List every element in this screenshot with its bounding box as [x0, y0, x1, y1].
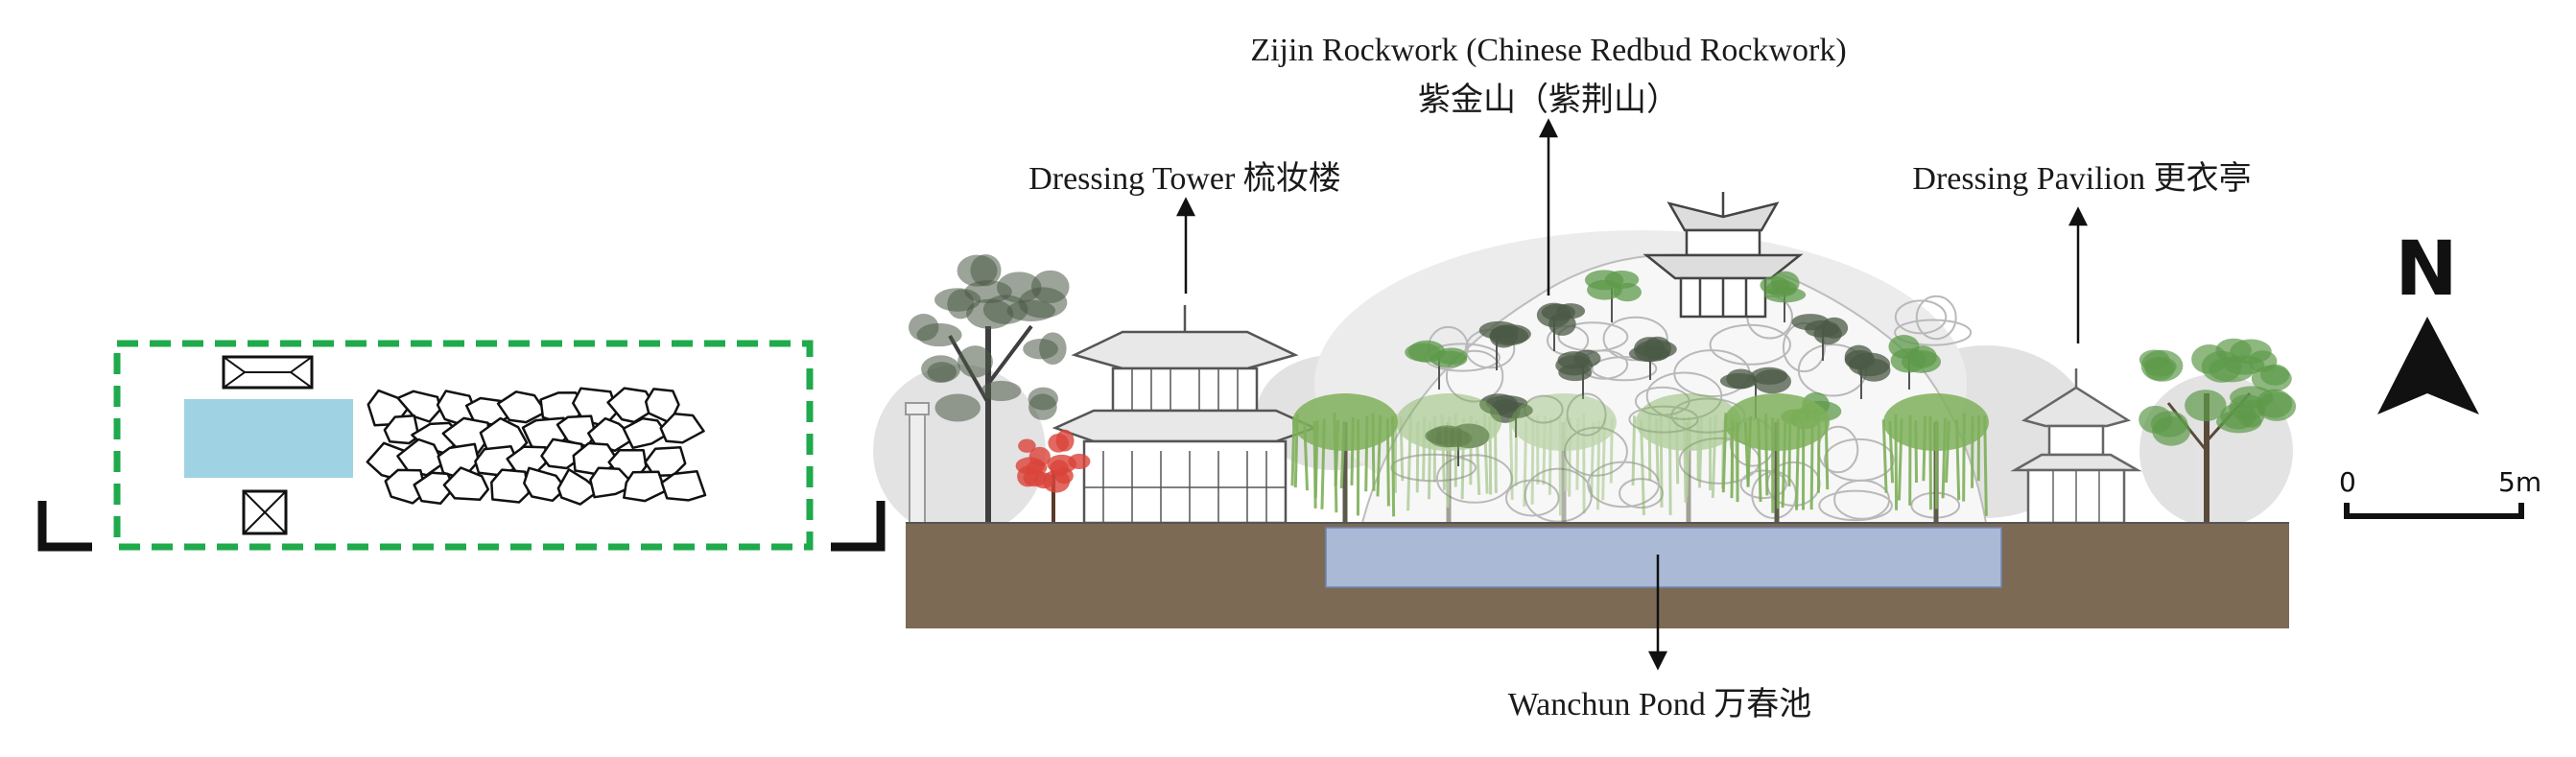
pond-water — [1326, 528, 2001, 587]
section-marker-right — [831, 501, 881, 547]
plan-stone — [624, 472, 665, 501]
scale-bar — [2347, 503, 2521, 516]
tower-label: Dressing Tower 梳妆楼 — [979, 152, 1391, 199]
section-view — [873, 121, 2296, 668]
dressing-tower — [1055, 305, 1314, 523]
plan-rockwork — [367, 389, 705, 505]
rockwork-label-en: Zijin Rockwork (Chinese Redbud Rockwork) — [1209, 33, 1888, 69]
plan-building-north — [224, 357, 312, 388]
plan-building-south — [244, 491, 286, 533]
lamp-post — [906, 403, 929, 523]
north-arrow — [2377, 317, 2479, 414]
red-maple — [1016, 430, 1091, 523]
pond-label: Wanchun Pond 万春池 — [1439, 677, 1880, 724]
scale-start-label: 0 — [2339, 466, 2356, 498]
pavilion-label: Dressing Pavilion 更衣亭 — [1880, 152, 2283, 199]
plan-view — [42, 343, 881, 547]
plan-stone — [624, 418, 668, 448]
plan-pond — [184, 399, 353, 478]
plan-stone — [491, 470, 529, 503]
scale-end-label: 5m — [2498, 466, 2541, 498]
north-label: N — [2391, 226, 2462, 313]
rockwork-label-zh: 紫金山（紫荆山） — [1209, 73, 1888, 120]
section-marker-left — [42, 501, 92, 547]
